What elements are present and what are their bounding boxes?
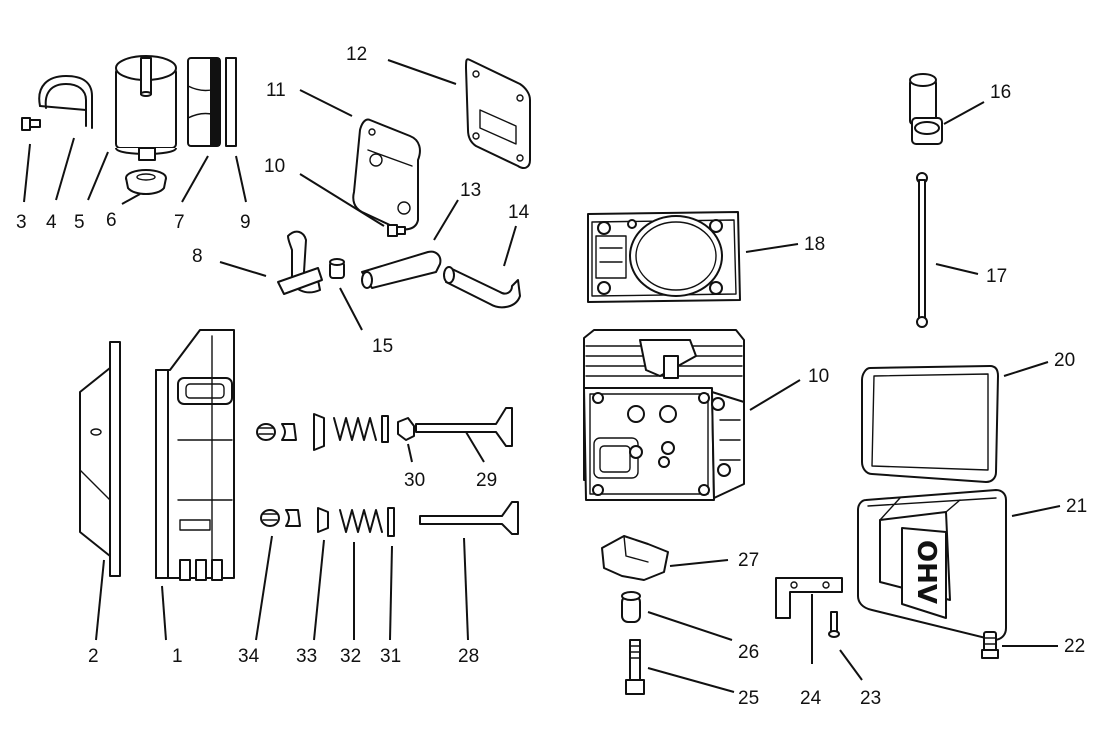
callout-9: 9: [240, 212, 251, 233]
callout-2: 2: [88, 646, 99, 667]
callout-6: 6: [106, 210, 117, 231]
callout-16: 16: [990, 82, 1011, 103]
callout-4: 4: [46, 212, 57, 233]
cover-logo-text: OHV: [911, 540, 941, 604]
upper-valve-spring: [333, 417, 377, 441]
part-20-cover-gasket: [861, 365, 999, 483]
part-18-head-gasket: [587, 211, 741, 303]
part-13-tube: [361, 250, 442, 289]
callout-33: 33: [296, 646, 317, 667]
callout-27: 27: [738, 550, 759, 571]
callout-20: 20: [1054, 350, 1075, 371]
callout-7: 7: [174, 212, 185, 233]
callout-10-lower: 10: [808, 366, 829, 387]
part-2-side-cover: [79, 341, 121, 577]
part-34-keeper-b: [285, 509, 301, 527]
part-33-retainer: [317, 507, 329, 533]
part-21-valve-cover: OHV: [857, 489, 1007, 641]
callout-32: 32: [340, 646, 361, 667]
upper-valve-seal: [381, 415, 389, 443]
part-23-screw: [828, 611, 840, 638]
part-25-stud: [625, 639, 645, 695]
part-6-cap: [125, 169, 167, 195]
part-9-gasket: [225, 57, 237, 147]
callout-29: 29: [476, 470, 497, 491]
callout-17: 17: [986, 266, 1007, 287]
callout-13: 13: [460, 180, 481, 201]
part-30-rotator: [397, 417, 415, 441]
callout-24: 24: [800, 688, 822, 709]
part-4-bracket: [38, 75, 93, 129]
part-3-screw: [21, 117, 41, 131]
callout-8: 8: [192, 246, 203, 267]
part-34-keeper-a: [260, 509, 280, 527]
part-12-gasket: [465, 58, 531, 169]
callout-18: 18: [804, 234, 825, 255]
callout-labels: 3 4 5 6 7 9 11 12 10 13 14 8 15 16 17 18…: [16, 44, 1087, 709]
part-29-valve: [415, 407, 513, 447]
part-17-push-rod: [916, 172, 928, 328]
callout-34: 34: [238, 646, 260, 667]
part-26-pivot: [621, 591, 641, 623]
upper-spring-retainer: [313, 413, 325, 451]
lower-valve-train: [260, 501, 519, 537]
callout-1: 1: [172, 646, 183, 667]
callout-30: 30: [404, 470, 425, 491]
part-5-breather-canister: [115, 55, 177, 161]
upper-valve-train: [256, 407, 513, 451]
leader-lines: [23, 59, 1061, 693]
callout-28: 28: [458, 646, 479, 667]
callout-26: 26: [738, 642, 759, 663]
part-32-spring: [339, 509, 383, 533]
callout-3: 3: [16, 212, 27, 233]
callout-15: 15: [372, 336, 393, 357]
upper-keeper-b: [281, 423, 297, 441]
callout-12: 12: [346, 44, 367, 65]
part-31-seal: [387, 507, 395, 537]
callout-22: 22: [1064, 636, 1085, 657]
part-15-grommet: [329, 258, 345, 279]
part-27-rocker: [601, 535, 669, 581]
upper-keeper-a: [256, 423, 276, 441]
callout-11: 11: [266, 80, 286, 101]
callout-5: 5: [74, 212, 85, 233]
part-28-valve: [419, 501, 519, 535]
part-10-cylinder-head: [583, 329, 745, 501]
part-22-fitting: [981, 631, 999, 659]
callout-25: 25: [738, 688, 759, 709]
part-14-hose: [443, 266, 521, 309]
part-7-seal: [187, 57, 221, 147]
callout-31: 31: [380, 646, 401, 667]
callout-23: 23: [860, 688, 881, 709]
callout-10-upper: 10: [264, 156, 285, 177]
callout-14: 14: [508, 202, 530, 223]
part-16-tappet: [909, 73, 943, 145]
part-24-guide-plate: [775, 577, 843, 619]
part-1-crankcase: [155, 329, 235, 581]
part-8-elbow-tube: [277, 230, 323, 295]
part-10-screw: [387, 224, 406, 237]
callout-21: 21: [1066, 496, 1087, 517]
